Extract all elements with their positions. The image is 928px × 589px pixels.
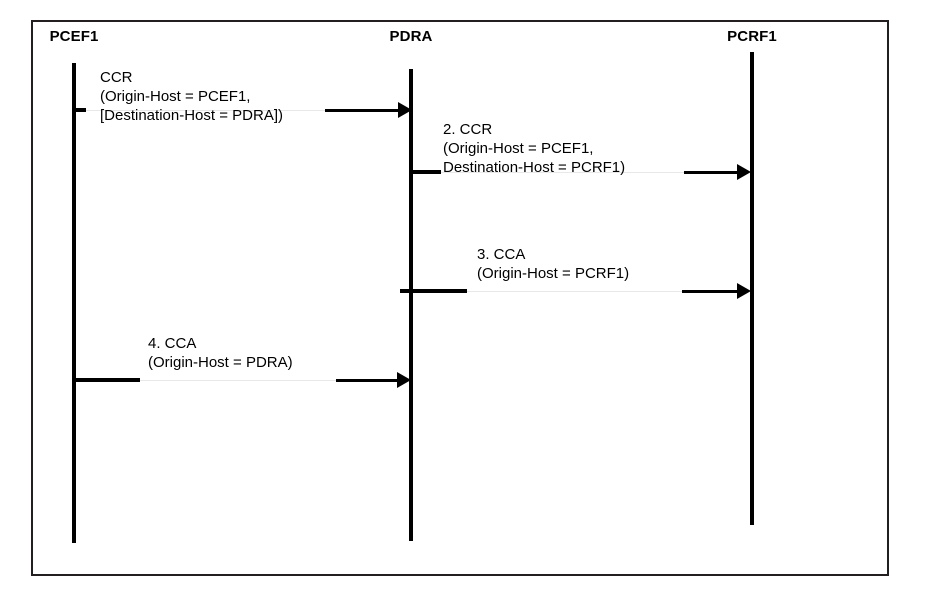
message-arrow-head-msg4 [397, 372, 411, 388]
message-label-line: Destination-Host = PCRF1) [443, 159, 626, 176]
lifeline-pdra [409, 69, 413, 541]
message-label-line: (Origin-Host = PCEF1, [100, 88, 251, 105]
message-label-line: 4. CCA [148, 335, 197, 352]
message-stub-msg3 [400, 289, 467, 293]
message-label-line: (Origin-Host = PCRF1) [477, 265, 630, 282]
message-label-line: 2. CCR [443, 121, 493, 138]
message-arrow-line-msg2 [684, 171, 738, 174]
message-arrow-head-msg1 [398, 102, 412, 118]
message-stub-msg1 [74, 108, 86, 112]
message-label-line: (Origin-Host = PCEF1, [443, 140, 594, 157]
message-label-line: CCR [100, 69, 133, 86]
message-guide-msg2 [441, 172, 684, 173]
message-guide-msg3 [467, 291, 682, 292]
message-guide-msg4 [140, 380, 336, 381]
message-label-line: 3. CCA [477, 246, 526, 263]
message-label-line: (Origin-Host = PDRA) [148, 354, 293, 371]
message-label-line: [Destination-Host = PDRA]) [100, 107, 283, 124]
message-stub-msg4 [73, 378, 140, 382]
message-stub-msg2 [411, 170, 441, 174]
message-guide-msg1 [86, 110, 325, 111]
actor-label-pcrf1: PCRF1 [727, 28, 777, 45]
message-label-msg4: 4. CCA (Origin-Host = PDRA) [148, 334, 293, 372]
message-label-msg2: 2. CCR (Origin-Host = PCEF1, Destination-H… [443, 120, 625, 177]
lifeline-pcef1 [72, 63, 76, 543]
message-label-msg3: 3. CCA (Origin-Host = PCRF1) [477, 245, 629, 283]
message-label-msg1: CCR (Origin-Host = PCEF1, [Destination-Hos… [100, 68, 283, 125]
message-arrow-line-msg1 [325, 109, 399, 112]
message-arrow-line-msg4 [336, 379, 398, 382]
message-arrow-line-msg3 [682, 290, 738, 293]
actor-label-pcef1: PCEF1 [49, 28, 99, 45]
message-arrow-head-msg2 [737, 164, 751, 180]
message-arrow-head-msg3 [737, 283, 751, 299]
actor-label-pdra: PDRA [389, 28, 433, 45]
lifeline-pcrf1 [750, 52, 754, 525]
